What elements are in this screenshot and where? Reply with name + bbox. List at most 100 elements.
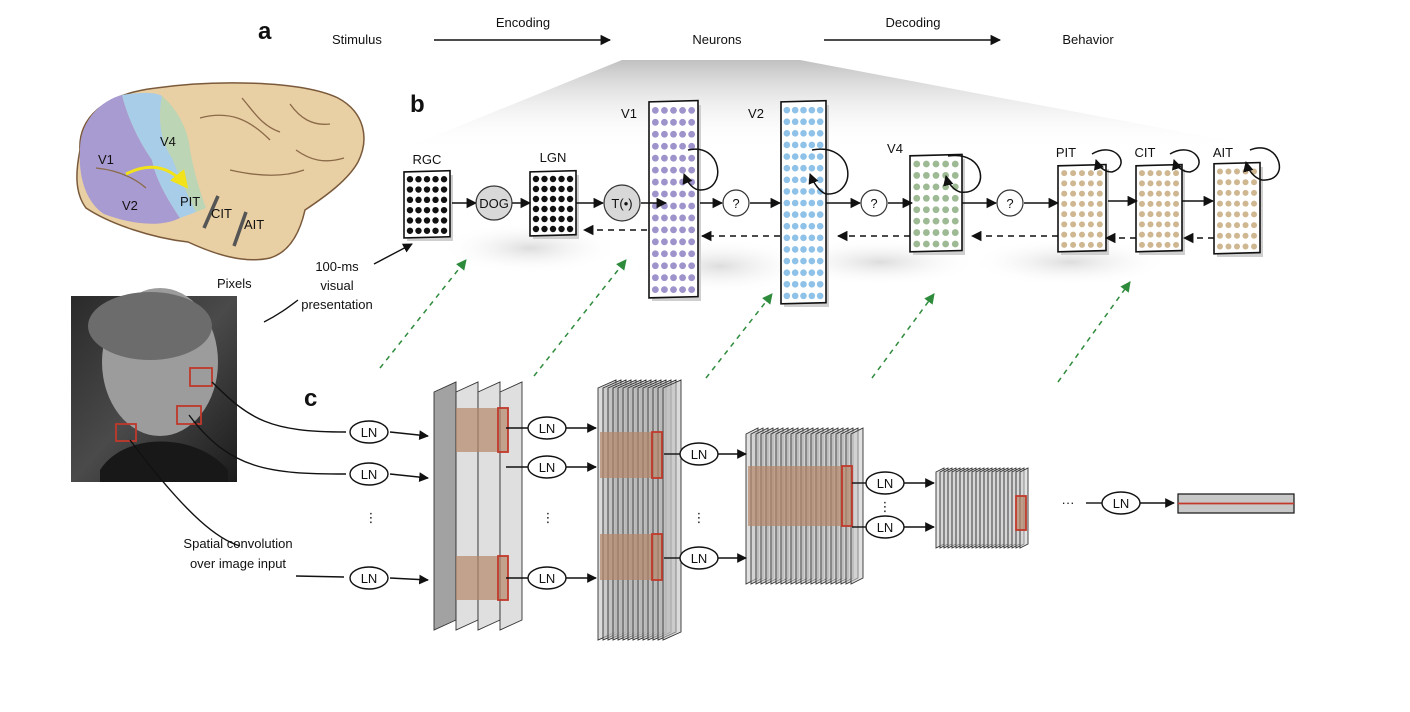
stage-v4-unit bbox=[913, 229, 921, 236]
stage-v1-unit bbox=[661, 166, 668, 174]
stage-lgn-unit bbox=[566, 195, 574, 203]
stage-lgn-unit bbox=[541, 175, 548, 183]
ln-unit-shape bbox=[865, 471, 905, 495]
stage-v1-unit bbox=[679, 142, 686, 150]
stage-v2 bbox=[780, 99, 829, 307]
stage-cit-unit bbox=[1147, 170, 1154, 177]
stage-v1-unit bbox=[670, 118, 677, 126]
cnn-layer-stacks bbox=[433, 379, 1029, 641]
stage-pit-unit bbox=[1070, 211, 1077, 218]
cnn-layer-1 bbox=[433, 381, 523, 631]
stage-v2-unit bbox=[783, 234, 791, 242]
stage-v1-unit bbox=[661, 250, 668, 258]
panel-label-c: c bbox=[304, 385, 317, 412]
stage-cit-unit bbox=[1164, 211, 1171, 218]
cnn-layer-2 bbox=[597, 379, 682, 641]
vdots-input: ⋮ bbox=[365, 510, 378, 525]
stage-label-pit: PIT bbox=[1056, 145, 1076, 160]
stage-pit-unit bbox=[1070, 170, 1077, 177]
stage-rgc-unit bbox=[406, 206, 414, 214]
stage-v1-unit bbox=[670, 178, 677, 186]
stage-v2-unit bbox=[808, 164, 816, 172]
stage-v1-unit bbox=[679, 274, 686, 282]
stage-v2-unit bbox=[808, 222, 816, 230]
stage-v2-unit bbox=[808, 234, 816, 242]
stage-lgn-unit bbox=[541, 225, 548, 233]
stage-cit-frame bbox=[1135, 163, 1183, 253]
stage-v1-unit bbox=[651, 166, 659, 174]
stage-rgc-unit bbox=[406, 196, 414, 204]
stage-v2-unit bbox=[800, 234, 807, 242]
stage-cit-unit bbox=[1147, 180, 1154, 187]
stage-lgn-unit bbox=[549, 195, 557, 203]
convolution-label: Spatial convolution over image input bbox=[183, 536, 292, 571]
output-layer bbox=[1177, 493, 1295, 514]
stage-lgn-unit bbox=[532, 195, 540, 203]
ln-unit-label: LN bbox=[539, 460, 556, 475]
ln-unit-label: LN bbox=[361, 467, 378, 482]
stage-ait-unit bbox=[1216, 222, 1223, 229]
brain-region-v4 bbox=[160, 96, 206, 212]
stage-v2-unit bbox=[800, 153, 807, 160]
stage-v2-unit bbox=[783, 199, 791, 207]
stage-v2-unit bbox=[816, 153, 824, 160]
threshold-node bbox=[603, 184, 641, 222]
stage-ait-unit bbox=[1225, 200, 1232, 207]
stage-v2-unit bbox=[800, 246, 807, 253]
stage-pit-unit bbox=[1061, 170, 1068, 177]
stage-v1-unit bbox=[651, 154, 659, 162]
stage-pit-unit bbox=[1096, 241, 1103, 248]
stage-rgc-unit bbox=[432, 206, 439, 214]
stage-v1-unit bbox=[661, 142, 668, 150]
stage-v2-unit bbox=[783, 176, 791, 184]
stage-v1-unit bbox=[688, 154, 696, 162]
neurons-expansion-fan bbox=[400, 60, 1278, 150]
stage-v4-unit bbox=[932, 229, 940, 236]
stage-rgc-unit bbox=[415, 227, 422, 234]
stage-cit-unit bbox=[1138, 211, 1145, 218]
stage-rgc-unit bbox=[423, 217, 431, 224]
stage-v1-unit bbox=[670, 238, 677, 246]
stage-v1-unit bbox=[651, 214, 659, 222]
stage-v2-unit bbox=[791, 211, 799, 218]
stage-cit-unit bbox=[1173, 170, 1180, 177]
receptive-field-boxes bbox=[115, 367, 213, 442]
stage-v2-unit bbox=[783, 280, 791, 288]
stage-v2-unit bbox=[808, 188, 816, 195]
stage-v1-unit bbox=[651, 226, 659, 234]
stage-v1-unit bbox=[651, 238, 659, 246]
stage-rgc-unit bbox=[415, 217, 422, 224]
ln-unit: LN bbox=[1101, 491, 1141, 515]
cnn-layer-4 bbox=[935, 467, 1029, 549]
stage-cit bbox=[1135, 163, 1185, 255]
processing-nodes: DOG T(•) ? ? ? bbox=[475, 184, 1024, 222]
recurrent-loops bbox=[682, 147, 1280, 195]
cnn-layer-3-feature-region bbox=[748, 466, 852, 526]
stage-v4-unit bbox=[951, 217, 959, 225]
stage-cit-unit bbox=[1173, 231, 1180, 238]
cnn-layer-1-feature-region bbox=[456, 556, 508, 600]
stage-v1-unit bbox=[688, 118, 696, 126]
stage-v1-unit bbox=[651, 130, 659, 138]
stage-pit-frame bbox=[1057, 163, 1107, 253]
stage-v2-unit bbox=[816, 234, 824, 242]
stage-lgn-unit bbox=[558, 225, 565, 233]
stage-pit-unit bbox=[1096, 211, 1103, 218]
stage-cit-unit bbox=[1156, 180, 1162, 187]
panel-label-b: b bbox=[410, 91, 425, 118]
stage-v1-unit bbox=[679, 178, 686, 186]
input-connections bbox=[129, 381, 429, 585]
stage-v2-unit bbox=[783, 257, 791, 265]
stage-ait-unit bbox=[1251, 243, 1258, 250]
stage-label-ait: AIT bbox=[1213, 145, 1233, 160]
stage-v1-unit bbox=[661, 274, 668, 282]
stage-v2-unit bbox=[808, 280, 816, 288]
stage-ait-unit bbox=[1242, 189, 1249, 196]
stage-lgn-unit bbox=[532, 185, 540, 193]
stage-v1-unit bbox=[661, 190, 668, 198]
stage-v2-unit bbox=[791, 222, 799, 230]
stage-rgc-unit bbox=[406, 186, 414, 193]
stage-v1-unit bbox=[688, 286, 696, 294]
stage-lgn-unit bbox=[566, 175, 574, 183]
